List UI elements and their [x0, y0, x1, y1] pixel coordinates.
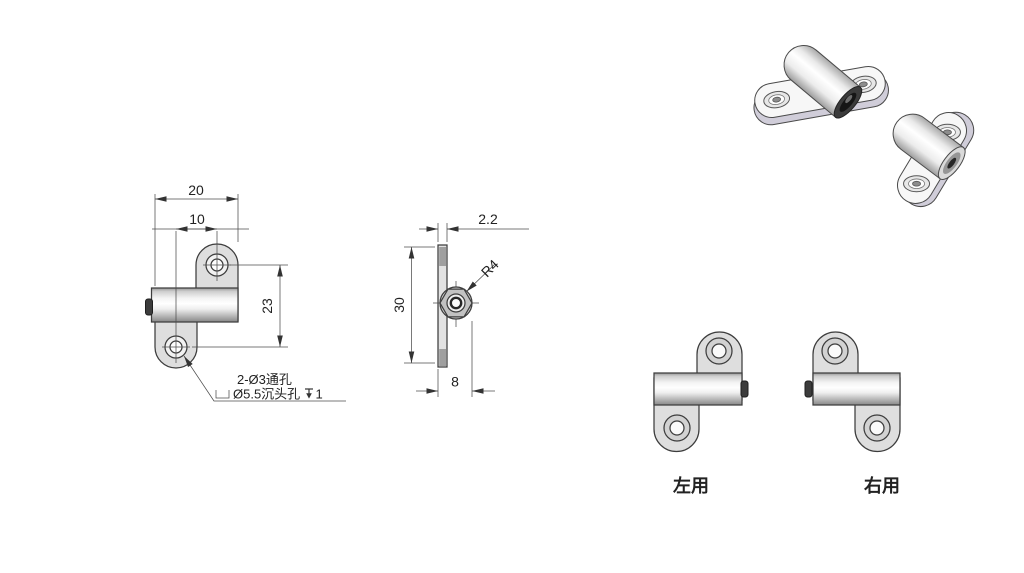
dim-text-10: 10 — [189, 211, 205, 227]
radius-label: R4 — [478, 256, 502, 280]
side-view: 2.2 30 8 R4 — [391, 211, 529, 397]
dim-text-8: 8 — [451, 374, 459, 390]
iso-view-a — [753, 45, 889, 126]
note-line2: Ø5.5沉头孔 — [233, 387, 300, 402]
note-depth-value: 1 — [316, 387, 323, 402]
side-plate-shade-top — [439, 247, 446, 266]
pivot-pin-nub — [145, 298, 153, 316]
variant-right-label: 右用 — [864, 475, 900, 496]
dim-overall-width: 20 — [154, 182, 239, 286]
dim-text-20: 20 — [188, 182, 204, 198]
dim-hole-spacing: 23 — [192, 264, 288, 348]
mounting-hole — [903, 175, 931, 193]
front-view: 20 10 23 2-Ø3通孔 Ø5.5沉头孔 1 — [145, 182, 346, 402]
pivot-cylinder — [653, 372, 743, 406]
pivot-cylinder-3d — [783, 45, 863, 119]
counterbore-icon — [215, 390, 230, 399]
mounting-hole — [763, 90, 791, 109]
dim-text-23: 23 — [259, 298, 275, 314]
hole-callout: 2-Ø3通孔 Ø5.5沉头孔 1 — [183, 355, 346, 402]
bottom-hole — [863, 414, 891, 442]
dim-hole-offset: 10 — [152, 211, 249, 232]
bottom-hole — [162, 231, 190, 363]
pivot-pin-nub — [804, 380, 813, 398]
dim-boss-width: 8 — [416, 321, 495, 397]
pivot-cylinder — [812, 372, 901, 406]
top-hole — [705, 337, 733, 365]
top-hole — [821, 337, 849, 365]
dim-text-2-2: 2.2 — [478, 211, 498, 227]
top-hole — [203, 231, 231, 281]
dim-text-30: 30 — [391, 297, 407, 313]
side-plate-shade-bottom — [439, 349, 446, 366]
variant-left-label: 左用 — [673, 475, 709, 496]
note-line1: 2-Ø3通孔 — [237, 372, 292, 387]
dim-thickness: 2.2 — [419, 211, 529, 242]
pivot-cylinder — [150, 287, 239, 323]
depth-icon — [305, 388, 313, 399]
boss-hole — [449, 296, 463, 310]
radius-callout: R4 — [466, 256, 502, 292]
variant-left: 左用 — [653, 331, 749, 496]
dim-height: 30 — [391, 246, 435, 364]
iso-view-b — [892, 111, 975, 208]
bottom-hole — [663, 414, 691, 442]
pivot-pin-nub — [740, 380, 749, 398]
pivot-cylinder-3d — [892, 113, 966, 180]
hex-boss — [433, 281, 479, 327]
variant-right: 右用 — [804, 331, 901, 496]
